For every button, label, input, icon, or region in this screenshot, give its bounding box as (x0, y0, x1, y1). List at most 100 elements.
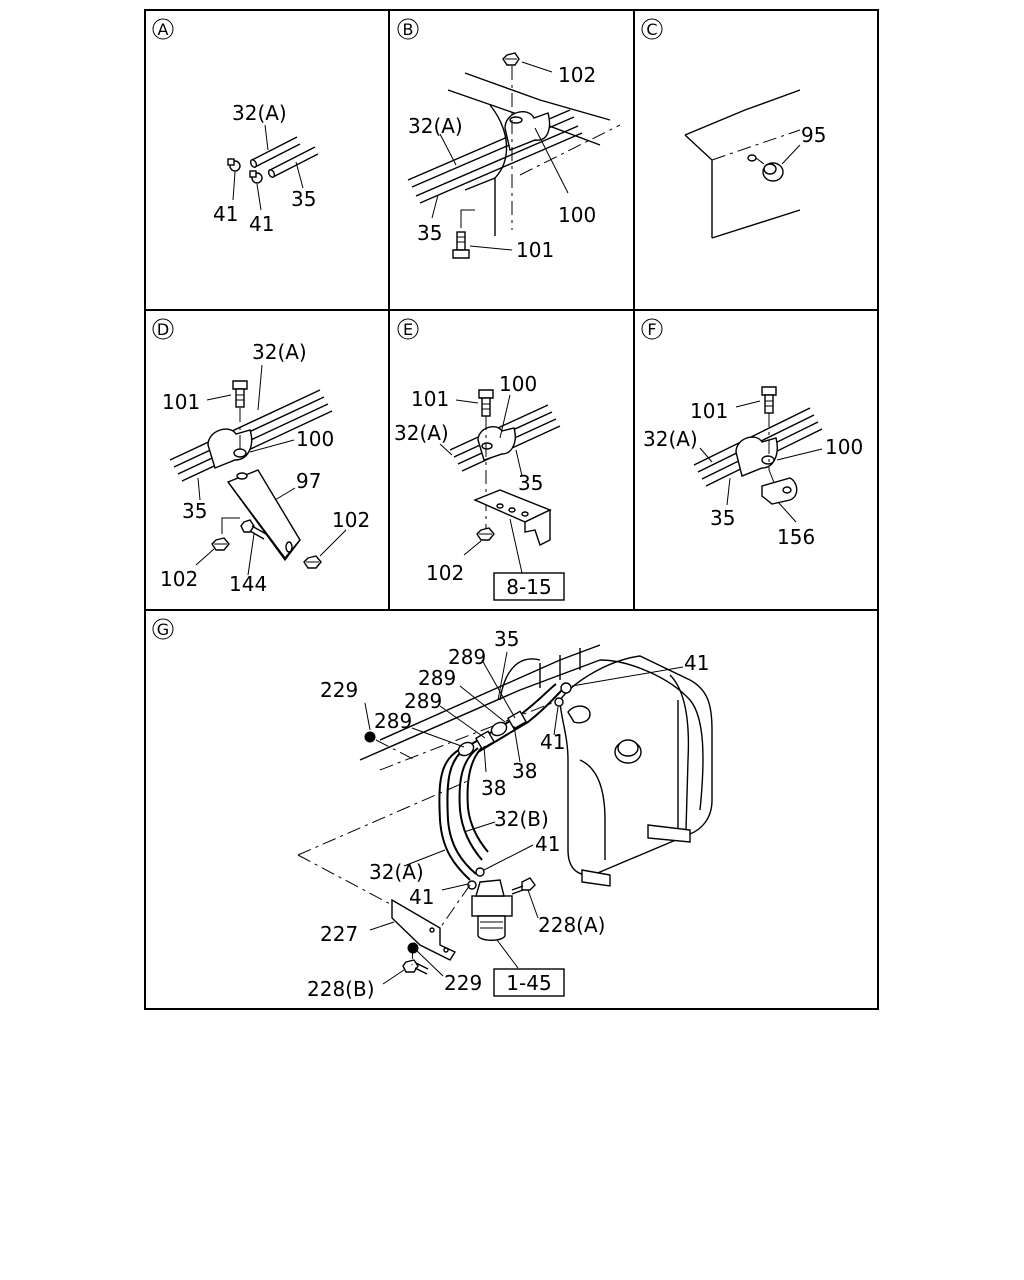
panel-e: E (394, 318, 565, 601)
label-38: 38 (481, 776, 506, 800)
pipe-35 (267, 146, 319, 178)
nut-102 (303, 555, 322, 569)
nut-229 (364, 731, 376, 743)
label-101: 101 (690, 399, 728, 423)
label-41: 41 (540, 730, 565, 754)
label-41: 41 (249, 212, 274, 236)
hose-clip-41 (467, 880, 477, 890)
panel-g-letter: G (157, 620, 169, 639)
label-101: 101 (162, 390, 200, 414)
reference-box-1-45: 1-45 (493, 968, 565, 997)
frame-rail (684, 89, 801, 239)
label-228b: 228(B) (307, 977, 375, 1001)
hose-sleeve-289 (457, 741, 475, 757)
reference-box-8-15: 8-15 (493, 572, 565, 601)
panel-f-letter: F (647, 320, 656, 339)
reference-label: 8-15 (506, 575, 551, 599)
pipe-clip-100 (207, 428, 253, 469)
label-102: 102 (332, 508, 370, 532)
mounting-bracket (473, 489, 552, 546)
label-156: 156 (777, 525, 815, 549)
label-35: 35 (291, 187, 316, 211)
panel-b-letter: B (403, 20, 414, 39)
reference-label: 1-45 (506, 971, 551, 995)
panel-b: B (397, 18, 621, 262)
panel-g: G (152, 618, 713, 1001)
label-35: 35 (417, 221, 442, 245)
bolt-101 (452, 231, 470, 259)
bolt-144 (240, 519, 267, 540)
grommet-95 (747, 154, 784, 182)
label-229: 229 (444, 971, 482, 995)
fuel-filter (471, 879, 513, 941)
panel-e-letter: E (403, 320, 413, 339)
label-101: 101 (516, 238, 554, 262)
panel-c: C 95 (641, 18, 826, 239)
hose-clip-41 (475, 867, 485, 877)
panel-a-letter: A (158, 20, 169, 39)
clamp-156 (761, 477, 798, 505)
label-41: 41 (535, 832, 560, 856)
frame-rail (447, 72, 621, 236)
bolt-101 (761, 386, 777, 414)
bracket-227 (391, 898, 457, 961)
hose-joint-38 (474, 730, 496, 750)
bolt-101 (232, 380, 248, 408)
label-101: 101 (411, 387, 449, 411)
hose-clip-41 (249, 170, 263, 184)
nut-102 (476, 527, 495, 541)
label-289: 289 (448, 645, 486, 669)
nut-102 (502, 52, 520, 66)
label-32a: 32(A) (252, 340, 307, 364)
label-144: 144 (229, 572, 267, 596)
diagram-frame (144, 9, 879, 1010)
label-35: 35 (494, 627, 519, 651)
label-41: 41 (684, 651, 709, 675)
pipe-35 (177, 403, 333, 482)
label-41: 41 (213, 202, 238, 226)
pipe-32b (458, 743, 489, 861)
label-38: 38 (512, 759, 537, 783)
hose-clip-41 (554, 697, 564, 707)
label-289: 289 (374, 709, 412, 733)
label-35: 35 (182, 499, 207, 523)
panel-f: F 101 32(A) 1 (641, 318, 863, 549)
pipe-clip-100 (735, 436, 778, 477)
tank-outlet-fitting (567, 705, 591, 724)
pipe-32a (249, 136, 301, 168)
panel-c-letter: C (646, 20, 657, 39)
label-32b: 32(B) (494, 807, 549, 831)
label-100: 100 (499, 372, 537, 396)
hose-clip-41 (227, 158, 241, 172)
label-100: 100 (558, 203, 596, 227)
label-289: 289 (404, 689, 442, 713)
hose-sleeve-289 (490, 721, 508, 737)
bolt-228b (402, 959, 429, 975)
bracket-97 (226, 469, 301, 562)
label-32a: 32(A) (394, 421, 449, 445)
label-35: 35 (710, 506, 735, 530)
bolt-228a (511, 877, 536, 895)
label-97: 97 (296, 469, 321, 493)
panel-d-letter: D (157, 320, 169, 339)
panel-d: D (152, 318, 370, 596)
label-35: 35 (518, 471, 543, 495)
label-32a: 32(A) (408, 114, 463, 138)
label-102: 102 (160, 567, 198, 591)
hose-joint-38 (506, 710, 528, 730)
label-228a: 228(A) (538, 913, 605, 937)
label-41: 41 (409, 885, 434, 909)
pipe-clip-100 (477, 426, 516, 461)
label-227: 227 (320, 922, 358, 946)
nut-102 (211, 537, 230, 551)
label-102: 102 (558, 63, 596, 87)
fuel-tank (559, 655, 713, 887)
frame-rail (359, 644, 601, 771)
label-289: 289 (418, 666, 456, 690)
pipe-32a (438, 744, 477, 881)
label-229: 229 (320, 678, 358, 702)
label-102: 102 (426, 561, 464, 585)
label-100: 100 (825, 435, 863, 459)
label-100: 100 (296, 427, 334, 451)
